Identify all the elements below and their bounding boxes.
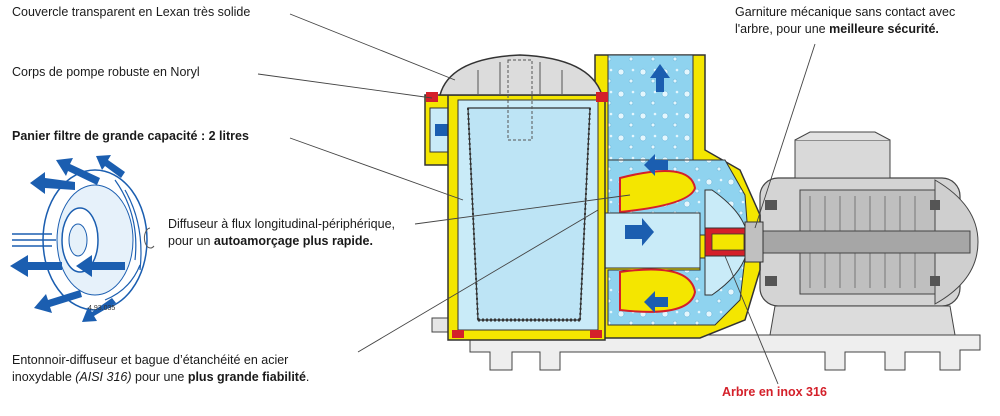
label-diffuser-pre: pour un	[168, 234, 214, 248]
label-funnel-mid: pour une	[131, 370, 188, 384]
label-diffuser-line1: Diffuseur à flux longitudinal-périphériq…	[168, 217, 395, 231]
label-funnel-bold: plus grande fiabilité	[187, 370, 306, 384]
label-funnel-italic: (AISI 316)	[75, 370, 132, 384]
label-funnel-post: .	[305, 370, 310, 384]
label-seal-line1: Garniture mécanique sans contact avec	[735, 5, 956, 19]
filter-housing	[424, 54, 608, 341]
label-diffuser: Diffuseur à flux longitudinal-périphériq…	[168, 216, 395, 250]
label-funnel-line2: inoxydable (AISI 316) pour une plus gran…	[12, 369, 309, 386]
label-funnel: Entonnoir-diffuseur et bague d’étanchéit…	[12, 352, 309, 386]
label-seal-bold: meilleure sécurité.	[829, 22, 939, 36]
label-seal: Garniture mécanique sans contact avec l'…	[735, 4, 955, 38]
label-seal-line2: l'arbre, pour une meilleure sécurité.	[735, 21, 955, 38]
label-cover: Couvercle transparent en Lexan très soli…	[12, 5, 251, 19]
label-basket-bold: Panier filtre de grande capacité : 2 lit…	[12, 129, 249, 143]
label-funnel-line1: Entonnoir-diffuseur et bague d’étanchéit…	[12, 353, 289, 367]
label-diffuser-line2: pour un autoamorçage plus rapide.	[168, 233, 395, 250]
label-funnel-pre: inoxydable	[12, 370, 76, 384]
label-seal-pre: l'arbre, pour une	[735, 22, 830, 36]
label-body: Corps de pompe robuste en Noryl	[12, 65, 200, 79]
impeller-illustration	[10, 155, 155, 322]
label-diffuser-bold: autoamorçage plus rapide.	[213, 234, 373, 248]
label-shaft: Arbre en inox 316	[722, 385, 827, 399]
pump-volute	[594, 54, 764, 339]
impeller-ref-number: 4.93.035	[88, 305, 116, 312]
label-basket: Panier filtre de grande capacité : 2 lit…	[12, 128, 249, 145]
